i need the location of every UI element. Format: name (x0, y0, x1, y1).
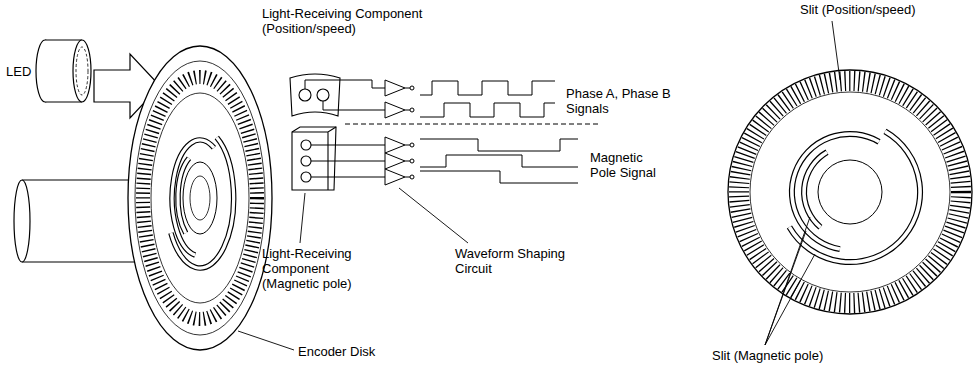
position-wires (305, 80, 385, 110)
divider-line (345, 124, 600, 125)
leader-lines (238, 21, 840, 350)
led (36, 40, 91, 102)
part-label: Encoder Disk (298, 344, 408, 359)
encoder-disk (128, 46, 272, 350)
waveform-shaping-buffers (385, 80, 414, 185)
signal-label: Phase A, Phase B Signals (566, 86, 676, 116)
slit-label: Slit (Position/speed) (800, 2, 970, 17)
component-label: Light-Receiving Component (Magnetic pole… (262, 246, 374, 291)
circuit-label: Waveform Shaping Circuit (455, 246, 583, 276)
led-label: LED (6, 64, 44, 79)
magnetic-wires (311, 145, 385, 177)
slit-label: Slit (Magnetic pole) (712, 348, 882, 363)
waveforms (420, 81, 578, 183)
signal-label: Magnetic Pole Signal (590, 150, 672, 180)
light-receiver-magnetic (292, 127, 336, 190)
disk-front-view (728, 70, 972, 314)
component-label: Light-Receiving Component (Position/spee… (262, 6, 440, 36)
